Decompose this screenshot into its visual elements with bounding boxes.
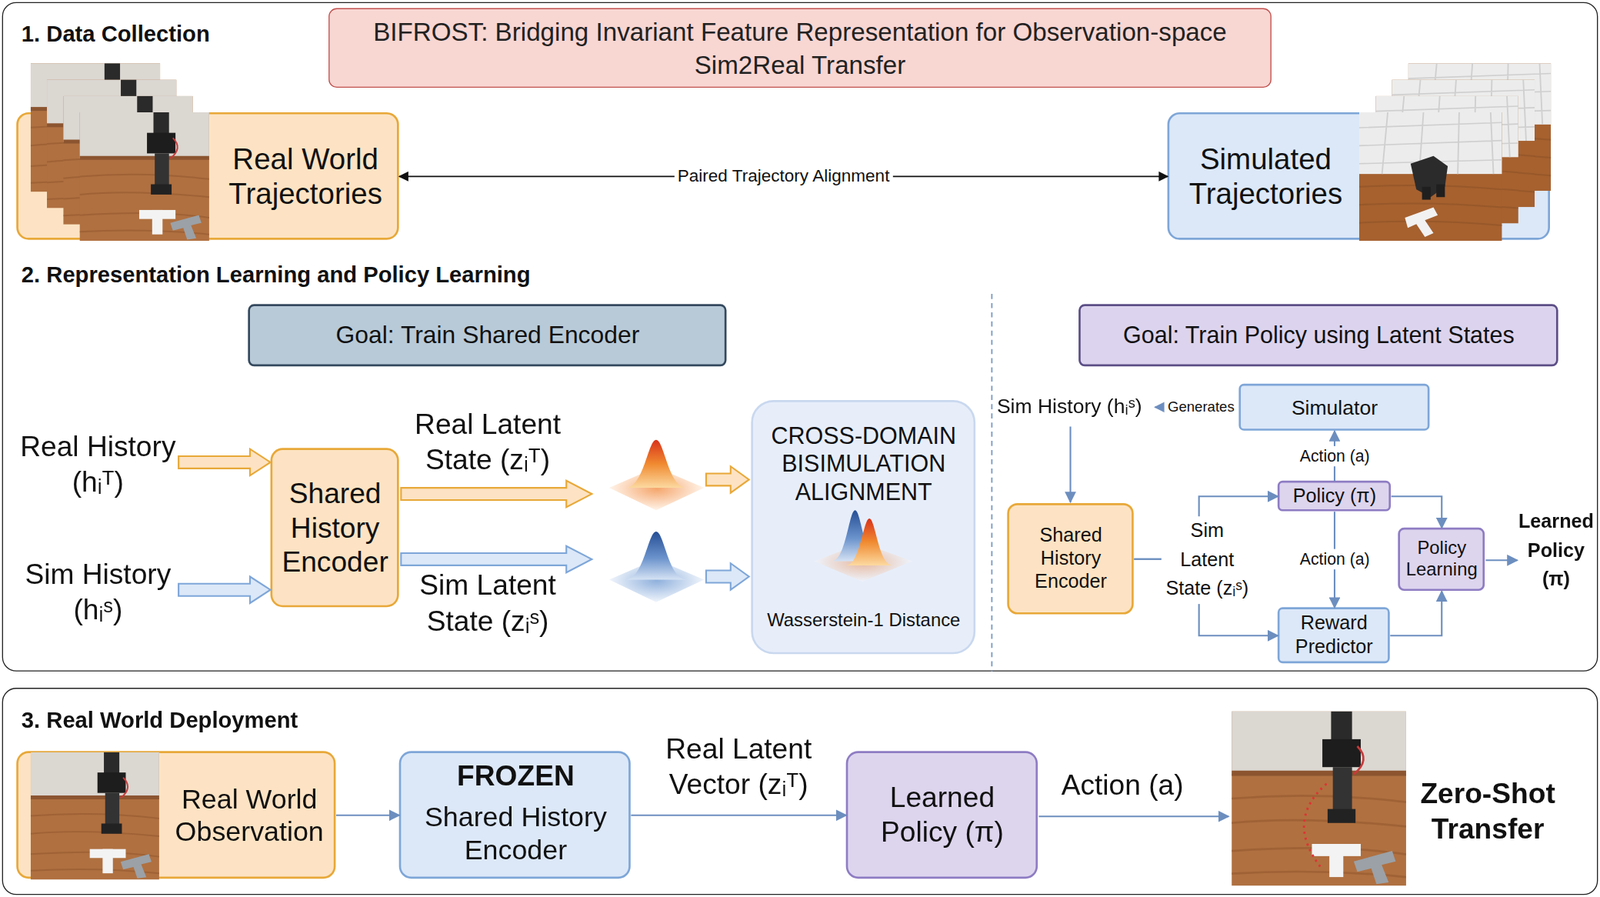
node-text: Goal: Train Policy using Latent States xyxy=(1080,306,1557,365)
node-text: Wasserstein-1 Distance xyxy=(753,602,974,640)
edge-label: Paired Trajectory Alignment xyxy=(674,165,894,187)
edge-label: Action (a) xyxy=(1296,446,1374,467)
text-label: Sim History (hᵢˢ) xyxy=(982,393,1157,420)
gaussian-sim xyxy=(609,531,704,603)
encoder-box: FROZENShared History Encoder xyxy=(399,751,631,880)
gaussian-aligned xyxy=(814,510,913,582)
text-label: Sim History (hᵢˢ) xyxy=(6,556,190,628)
transfer-photo xyxy=(1231,711,1407,887)
node-text: Real World Observation xyxy=(163,753,336,878)
photo-frame xyxy=(79,112,209,241)
block-arrow xyxy=(400,546,592,573)
node-text: Shared History Encoder xyxy=(273,450,398,607)
connector-arrow xyxy=(336,814,400,817)
process-box: Policy (π) xyxy=(1277,480,1391,512)
gaussian-real xyxy=(609,440,704,511)
alignment-box: CROSS-DOMAIN BISIMULATION ALIGNMENT Wasse… xyxy=(751,400,977,655)
goal-banner: Goal: Train Shared Encoder xyxy=(248,304,727,367)
connector-arrow xyxy=(630,814,847,817)
goal-banner: Goal: Train Policy using Latent States xyxy=(1079,304,1559,367)
text-label: Sim Latent State (zᵢˢ) xyxy=(1161,516,1254,604)
connector-arrow xyxy=(1391,496,1443,528)
robot-photo xyxy=(1231,711,1407,887)
node-text: Goal: Train Shared Encoder xyxy=(250,306,726,365)
node-text: 2. Representation Learning and Policy Le… xyxy=(21,253,696,297)
block-arrow xyxy=(400,480,592,507)
node-text: Policy Learning xyxy=(1400,530,1484,590)
encoder-box: Shared History Encoder xyxy=(270,448,400,608)
photo-frame xyxy=(1359,112,1503,241)
text-label: Sim Latent State (zᵢˢ) xyxy=(385,567,590,640)
block-arrow xyxy=(178,449,270,476)
encoder-box: Shared History Encoder xyxy=(1007,503,1134,615)
gaussian-peak xyxy=(846,518,894,566)
text-label: Zero-Shot Transfer xyxy=(1400,775,1575,847)
policy-box: Learned Policy (π) xyxy=(846,751,1038,880)
text-label: Learned Policy (π) xyxy=(1515,506,1597,594)
trajectory-dots xyxy=(1303,783,1327,870)
title-box: BIFROST: Bridging Invariant Feature Repr… xyxy=(328,8,1272,88)
text-label: Real History (hᵢᵀ) xyxy=(6,428,190,500)
node-text: Learned Policy (π) xyxy=(848,753,1037,877)
node-text: Shared History Encoder xyxy=(1009,505,1132,613)
process-box: Reward Predictor xyxy=(1277,607,1390,664)
gaussian-peak xyxy=(625,440,687,488)
node-text: FROZEN xyxy=(401,755,630,797)
node-text: CROSS-DOMAIN BISIMULATION ALIGNMENT xyxy=(753,410,974,518)
process-box: Policy Learning xyxy=(1398,527,1486,591)
history-arrow xyxy=(1069,426,1071,502)
edge-label: Action (a) xyxy=(1296,549,1374,570)
section-divider xyxy=(990,293,993,672)
node-text: Policy (π) xyxy=(1280,483,1390,510)
edge-label: Real Latent Vector (zᵢᵀ) xyxy=(641,730,836,803)
block-arrow xyxy=(178,576,270,603)
node-text: Simulator xyxy=(1241,386,1429,430)
real-photo-stack xyxy=(30,63,210,241)
process-box: Simulator xyxy=(1239,383,1430,431)
sim-photo-stack xyxy=(1359,63,1551,241)
node-text: Reward Predictor xyxy=(1280,609,1389,662)
node-text: Shared History Encoder xyxy=(401,792,630,877)
text-label: Action (a) xyxy=(1046,767,1200,804)
text-label: Generates xyxy=(1164,397,1239,416)
section-panel: 1. Data Collection2. Representation Lear… xyxy=(2,2,1599,672)
gaussian-peak xyxy=(625,531,687,580)
node-text: 3. Real World Deployment xyxy=(21,699,532,743)
block-arrow xyxy=(706,466,750,493)
diagram-title: BIFROST: Bridging Invariant Feature Repr… xyxy=(329,14,1270,81)
connector-arrow xyxy=(1390,591,1442,637)
text-label: Real Latent State (zᵢᵀ) xyxy=(385,406,590,478)
node-text: Simulated Trajectories xyxy=(1173,114,1358,240)
output-arrow xyxy=(1485,559,1517,561)
node-text: Real World Trajectories xyxy=(212,114,398,240)
action-arrow xyxy=(1038,815,1229,817)
observation-photo xyxy=(30,752,160,880)
block-arrow xyxy=(706,563,750,590)
